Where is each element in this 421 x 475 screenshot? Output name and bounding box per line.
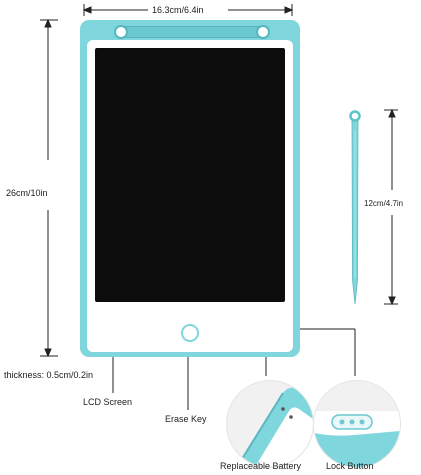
lock-button-illustration xyxy=(314,411,400,467)
stylus-dimension-label: 12cm/4.7in xyxy=(364,199,404,208)
lock-button-label: Lock Button xyxy=(326,461,374,471)
thickness-label: thickness: 0.5cm/0.2in xyxy=(4,370,94,380)
battery-zoom-view xyxy=(226,380,314,468)
height-dimension-label: 26cm/10in xyxy=(6,188,48,198)
erase-key-button xyxy=(181,324,199,342)
lcd-screen xyxy=(95,48,285,302)
stylus-pen xyxy=(349,110,361,305)
replaceable-battery-label: Replaceable Battery xyxy=(220,461,302,471)
lcd-screen-label: LCD Screen xyxy=(83,397,133,407)
writing-tablet xyxy=(80,20,300,357)
lock-zoom-view xyxy=(313,380,401,468)
pen-holder-slot xyxy=(118,26,266,38)
erase-key-label: Erase Key xyxy=(165,414,207,424)
battery-cover-illustration xyxy=(236,387,313,467)
pen-holder-right-ring xyxy=(256,25,270,39)
tablet-bezel xyxy=(87,40,293,352)
pen-holder-left-ring xyxy=(114,25,128,39)
width-dimension-label: 16.3cm/6.4in xyxy=(152,5,204,15)
